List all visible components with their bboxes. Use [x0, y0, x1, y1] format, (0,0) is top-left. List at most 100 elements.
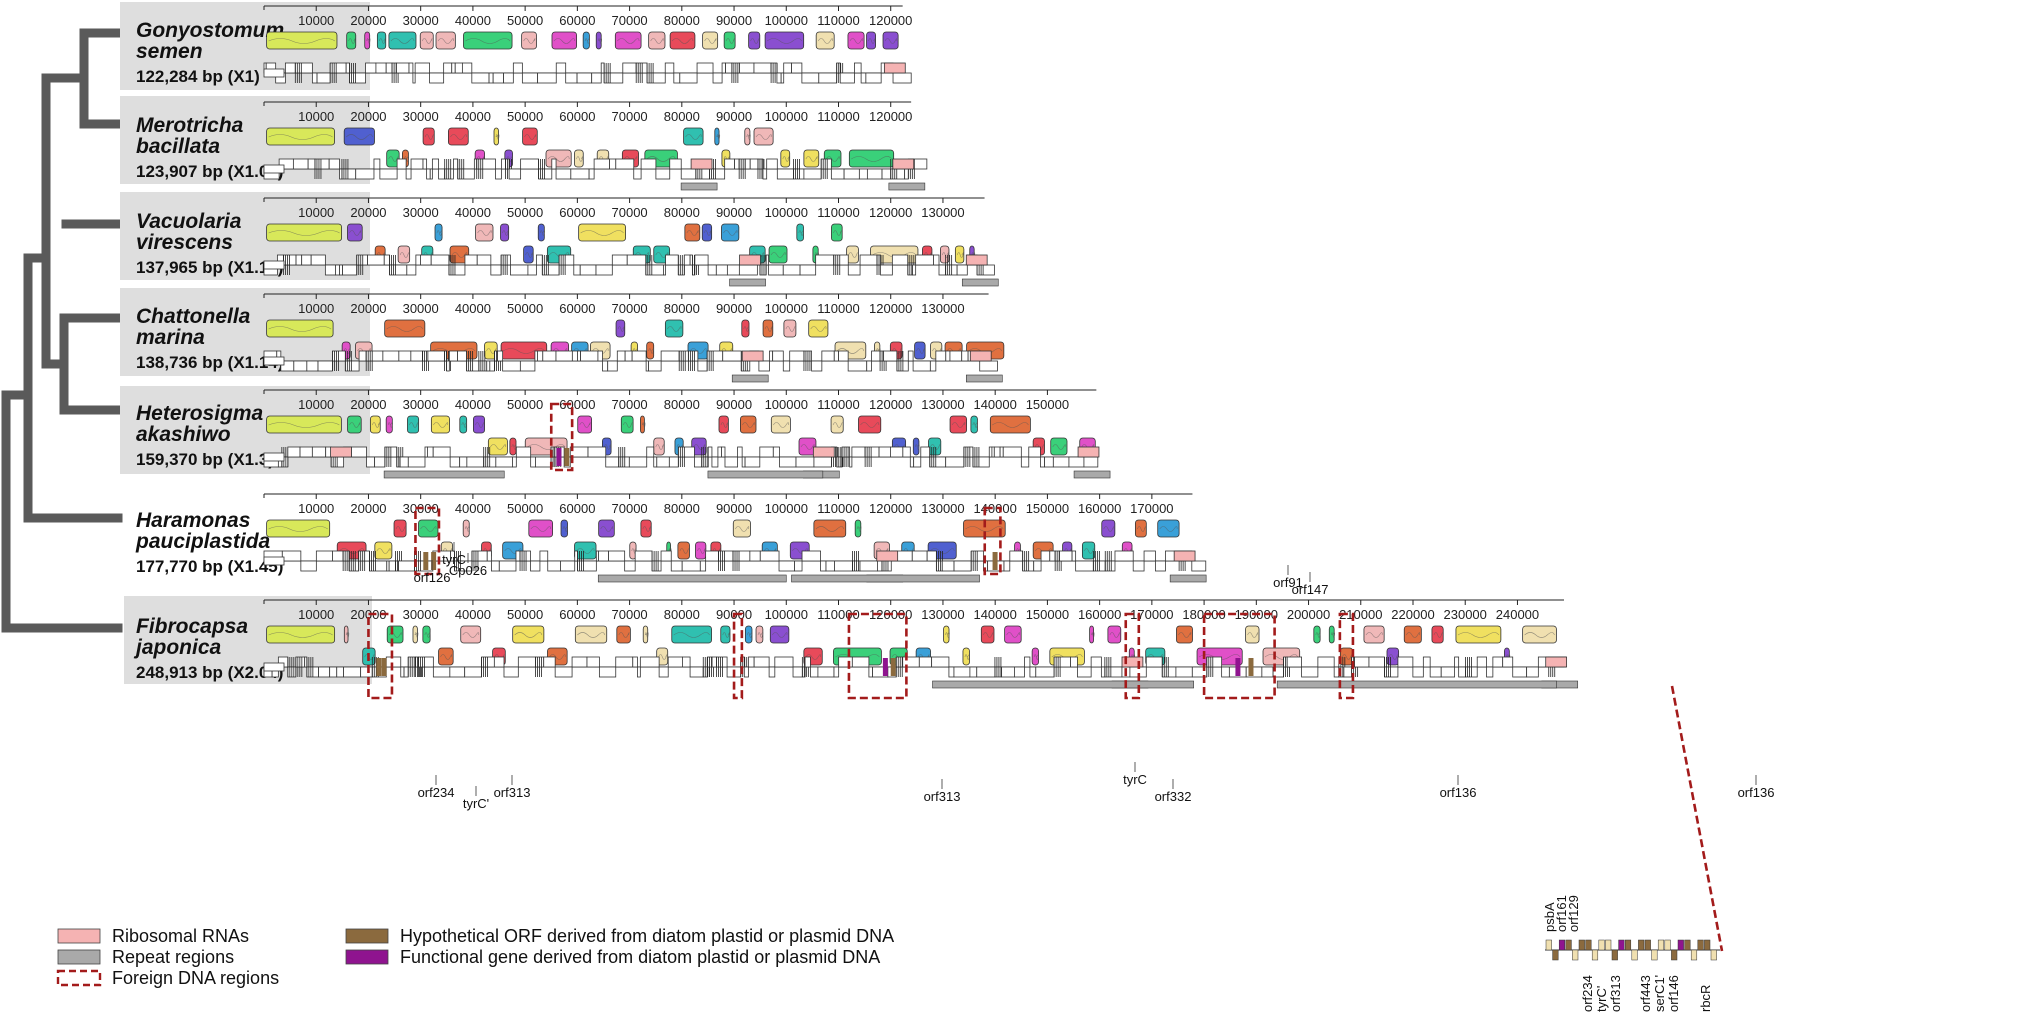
species-name-merotricha: Merotricha [136, 114, 244, 137]
gene-box [1075, 560, 1094, 572]
gene-box [741, 456, 746, 468]
axis-tick-label: 20000 [350, 301, 386, 316]
gene-box [669, 158, 682, 170]
synteny-block [1522, 625, 1557, 644]
gene-box [1458, 666, 1466, 678]
synteny-block-profile [826, 156, 840, 162]
synteny-block [500, 223, 510, 242]
legend-label: Functional gene derived from diatom plas… [400, 947, 880, 967]
gene-box [724, 456, 739, 468]
synteny-block-profile [1006, 632, 1020, 638]
synteny-block [768, 245, 788, 264]
synteny-block-profile [785, 326, 796, 332]
gene-box [972, 456, 990, 468]
zoom-gene-box [1631, 949, 1638, 961]
synteny-block [522, 127, 538, 146]
synteny-block [545, 149, 572, 168]
gene-box [678, 350, 689, 362]
zoom-label-bottom: serC1' [1652, 975, 1667, 1012]
synteny-block [803, 149, 820, 168]
gene-box [515, 550, 521, 562]
axis-tick-label: 50000 [507, 607, 543, 622]
axis-tick-label: 80000 [664, 607, 700, 622]
gene-box [574, 550, 578, 562]
gene-box [911, 550, 928, 562]
gene-box [830, 168, 845, 180]
axis-tick-label: 70000 [612, 301, 648, 316]
gene-box [633, 168, 642, 180]
axis-tick-label: 110000 [817, 109, 859, 124]
rrna-box [1173, 550, 1196, 562]
synteny-block-profile [600, 526, 614, 532]
gene-box [521, 72, 539, 84]
gene-box [598, 550, 609, 562]
synteny-block-profile [798, 230, 804, 236]
gene-box [453, 158, 459, 170]
synteny-block-profile [655, 444, 664, 450]
synteny-block-profile [972, 422, 978, 428]
gene-box [707, 264, 717, 276]
synteny-block [560, 519, 568, 538]
synteny-block-profile [530, 526, 551, 532]
gene-box [410, 350, 423, 362]
gene-box [281, 550, 302, 562]
axis-tick-label: 160000 [1078, 607, 1121, 622]
gene-box [339, 264, 343, 276]
synteny-block [577, 415, 592, 434]
gene-box [1317, 656, 1335, 668]
repeat-bar [707, 470, 824, 479]
gene-box [615, 656, 634, 668]
gene-box [1002, 446, 1022, 458]
gene-box [494, 350, 498, 362]
axis-tick-label: 40000 [455, 397, 491, 412]
gene-box [294, 62, 313, 74]
gene-box [979, 360, 998, 372]
gene-box [762, 168, 768, 180]
synteny-block-profile [436, 230, 443, 236]
synteny-block [1328, 625, 1335, 644]
synteny-block [769, 625, 790, 644]
gene-box [969, 666, 978, 678]
synteny-block-profile [388, 156, 399, 162]
functional-gene-mark [1235, 658, 1241, 676]
synteny-block [755, 625, 764, 644]
repeat-bar [961, 278, 999, 287]
phylogenetic-tree [1, 28, 123, 633]
synteny-block [364, 31, 371, 50]
synteny-block-profile [424, 134, 434, 140]
gene-box [1009, 550, 1024, 562]
gene-box [1035, 666, 1055, 678]
synteny-block-profile [689, 348, 707, 354]
legend-swatch [56, 969, 102, 987]
axis-tick-label: 70000 [612, 109, 648, 124]
synteny-block [487, 437, 508, 456]
gene-box [408, 62, 414, 74]
synteny-block-profile [421, 38, 433, 44]
synteny-block-profile [348, 38, 356, 44]
axis-tick-label: 80000 [664, 397, 700, 412]
rrna-box [969, 350, 992, 362]
axis-tick-label: 50000 [507, 109, 543, 124]
synteny-block [374, 541, 393, 560]
gene-box [385, 62, 393, 74]
gene-box [839, 72, 855, 84]
gene-box [1014, 666, 1025, 678]
synteny-block-profile [404, 156, 409, 162]
synteny-block-profile [810, 326, 827, 332]
gene-box [679, 72, 698, 84]
gene-box [1397, 656, 1414, 668]
gene-label: orf147 [1292, 582, 1329, 597]
axis-tick-label: 40000 [455, 301, 491, 316]
gene-box [701, 456, 709, 468]
hypothetical-orf-mark [992, 552, 998, 570]
gene-box [1077, 666, 1092, 678]
gene-box [555, 350, 573, 362]
gene-box [542, 350, 557, 362]
axis-tick-label: 130000 [921, 501, 964, 516]
species-name-chattonella: marina [136, 326, 205, 349]
synteny-block-profile [1433, 632, 1443, 638]
synteny-block-profile [848, 252, 858, 258]
gene-box [1145, 656, 1163, 668]
synteny-block-profile [440, 654, 453, 660]
